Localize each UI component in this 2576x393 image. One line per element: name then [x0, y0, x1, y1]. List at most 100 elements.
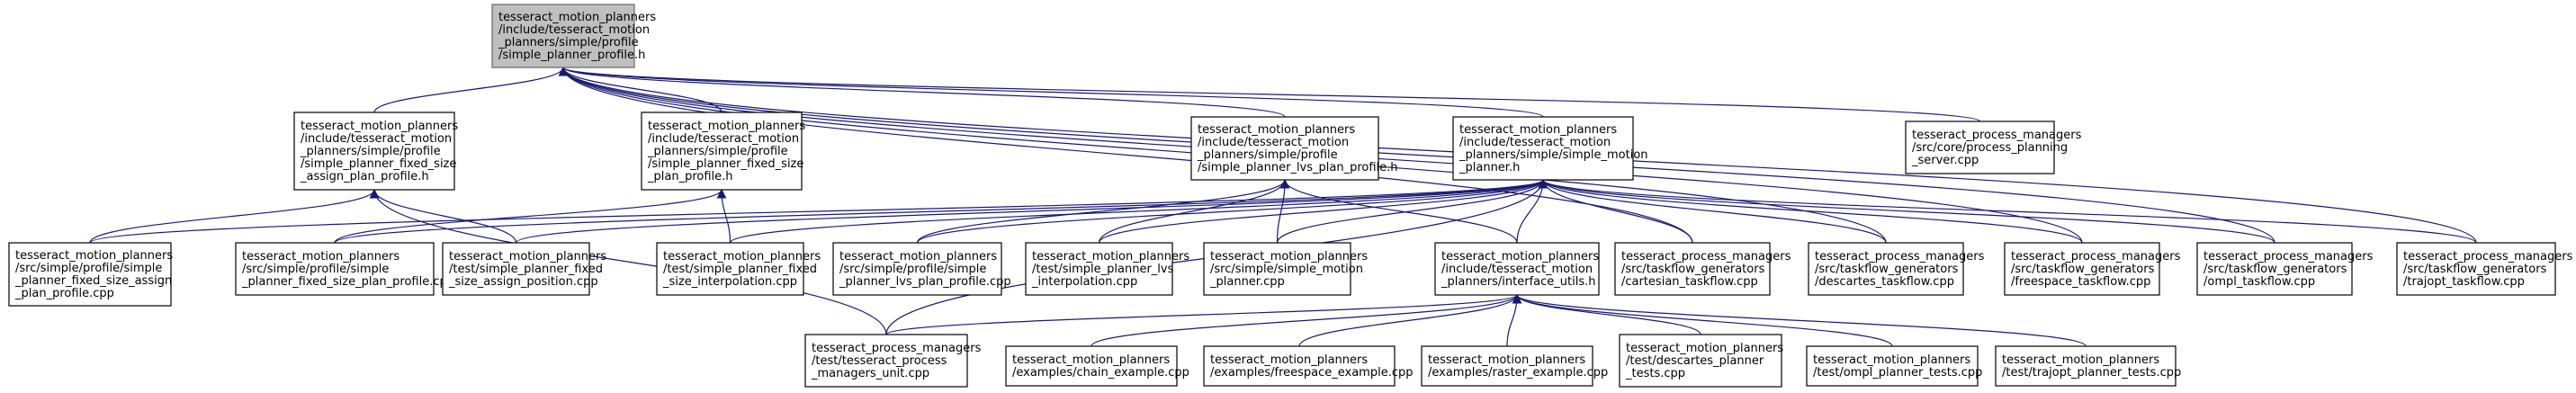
node-box [1190, 116, 1379, 181]
node-label-line: tesseract_process_managers [1912, 129, 2082, 142]
file-node[interactable]: tesseract_motion_planners/test/ompl_plan… [1806, 345, 1982, 387]
node-label-line: tesseract_motion_planners [839, 250, 997, 263]
file-node[interactable]: tesseract_process_managers/src/taskflow_… [2196, 242, 2374, 296]
node-label-line: _planner.h [1459, 161, 1520, 174]
node-box [293, 112, 455, 191]
dependency-edge-n_ompl_taskflow-to-root [558, 66, 2275, 244]
file-node[interactable]: tesseract_process_managers/src/taskflow_… [2396, 242, 2573, 296]
file-node[interactable]: tesseract_process_managers/src/core/proc… [1905, 121, 2082, 174]
dependency-edge-n_fixed_size_cpp-to-n_fixed_size_h [334, 188, 727, 244]
dependency-edge-n_trajopt_tests-to-n_interface_utils_h [1512, 293, 2087, 347]
node-label-line: tesseract_motion_planners [1428, 353, 1585, 367]
node-box [8, 242, 172, 307]
node-label-line: _interpolation.cpp [1031, 275, 1137, 289]
dependency-edge-n_ompl_tests-to-n_interface_utils_h [1512, 293, 1893, 347]
node-label-line: /test/simple_planner_lvs [1032, 263, 1174, 276]
dependency-edge-n_descartes_tests-to-n_interface_utils_h [1512, 293, 1701, 335]
file-node[interactable]: tesseract_motion_planners/test/descartes… [1619, 334, 1783, 388]
node-label-line: /test/simple_planner_fixed [663, 263, 817, 276]
node-label-line: _planner_fixed_size_plan_profile.cpp [241, 275, 454, 289]
node-box [2196, 242, 2353, 296]
node-label-line: /freespace_taskflow.cpp [2011, 275, 2150, 289]
node-label-line: /include/tesseract_motion [648, 132, 799, 146]
dependency-edge-n_lvs_cpp-to-n_simple_motion_h [916, 178, 1548, 244]
file-node[interactable]: tesseract_motion_planners/include/tesser… [1452, 116, 1648, 181]
node-label-line: /test/descartes_planner [1626, 354, 1764, 368]
node-label-line: _tests.cpp [1625, 367, 1685, 380]
node-label-line: /simple_planner_lvs_plan_profile.h [1198, 161, 1398, 174]
file-node[interactable]: tesseract_motion_planners/test/simple_pl… [656, 242, 821, 296]
dependency-edge-n_freespace_taskflow-to-n_simple_motion_h [1538, 178, 2083, 244]
file-node[interactable]: tesseract_process_managers/src/taskflow_… [2004, 242, 2181, 296]
node-label-line: _planners/interface_utils.h [1441, 275, 1596, 289]
file-node[interactable]: tesseract_motion_planners/src/simple/pro… [8, 242, 173, 307]
node-box [1421, 345, 1593, 387]
node-box [1452, 116, 1634, 181]
node-box [1614, 242, 1771, 296]
dependency-edge-n_fixed_size_assign_cpp-to-n_simple_motion_h [89, 178, 1548, 244]
dependency-edge-n_lvs_h-to-root [558, 66, 1286, 118]
file-node[interactable]: tesseract_process_managers/src/taskflow_… [1614, 242, 1791, 296]
node-label-line: /ompl_taskflow.cpp [2204, 275, 2315, 289]
file-node[interactable]: tesseract_motion_planners/examples/chain… [1005, 345, 1189, 387]
dependency-edge-n_fixed_size_assign_h-to-root [373, 66, 569, 113]
dependency-edge-n_process_planning_server-to-root [559, 66, 1981, 122]
node-label-line: _assign_plan_profile.h [300, 170, 429, 183]
file-node[interactable]: tesseract_motion_planners/test/simple_pl… [1025, 242, 1189, 296]
root-file-node[interactable]: tesseract_motion_planners/include/tesser… [491, 4, 656, 68]
file-node[interactable]: tesseract_motion_planners/include/tesser… [1434, 242, 1600, 296]
file-node[interactable]: tesseract_motion_planners/src/simple/pro… [235, 242, 454, 296]
node-label-line: /test/simple_planner_fixed [449, 263, 603, 276]
file-node[interactable]: tesseract_motion_planners/test/simple_pl… [442, 242, 606, 296]
node-label-line: /include/tesseract_motion [301, 132, 452, 146]
node-box [1025, 242, 1173, 296]
dependency-edge-n_freespace_example-to-n_interface_utils_h [1298, 293, 1522, 347]
file-node[interactable]: tesseract_motion_planners/include/tesser… [293, 112, 458, 191]
node-label-line: tesseract_motion_planners [1210, 353, 1368, 367]
dependency-edge-n_lvs_cpp-to-n_lvs_h [916, 178, 1290, 244]
dependency-edge-n_fixed_size_assign_cpp-to-n_fixed_size_assign_h [89, 188, 380, 244]
file-node[interactable]: tesseract_motion_planners/examples/frees… [1203, 345, 1414, 387]
node-label-line: tesseract_motion_planners [1210, 250, 1368, 263]
file-node[interactable]: tesseract_motion_planners/examples/raste… [1421, 345, 1608, 387]
file-node[interactable]: tesseract_process_managers/src/taskflow_… [1808, 242, 1985, 296]
node-label-line: tesseract_motion_planners [1813, 353, 1970, 367]
node-label-line: /examples/raster_example.cpp [1428, 366, 1608, 380]
file-node[interactable]: tesseract_motion_planners/src/simple/pro… [832, 242, 1011, 296]
dependency-edge-n_test_lvs_interp-to-n_lvs_h [1098, 178, 1290, 244]
node-label-line: _planner_fixed_size_assign [14, 274, 172, 288]
dependency-edge-n_test_lvs_interp-to-n_simple_motion_h [1098, 178, 1548, 244]
node-label-line: tesseract_motion_planners [1198, 123, 1355, 137]
node-label-line: _planners/simple/profile [647, 145, 788, 158]
node-label-line: /cartesian_taskflow.cpp [1621, 275, 1758, 289]
file-node[interactable]: tesseract_motion_planners/test/trajopt_p… [1995, 345, 2181, 387]
dependency-edge-n_cartesian_taskflow-to-n_simple_motion_h [1538, 178, 1693, 244]
node-box [832, 242, 1002, 296]
node-label-line: /simple_planner_fixed_size [301, 157, 456, 171]
node-label-line: tesseract_process_managers [1621, 250, 1791, 263]
node-label-line: _planner_lvs_plan_profile.cpp [839, 275, 1011, 289]
file-node[interactable]: tesseract_motion_planners/include/tesser… [1190, 116, 1398, 181]
node-label-line: /src/simple/simple_motion [1210, 263, 1363, 276]
file-node[interactable]: tesseract_motion_planners/src/simple/sim… [1203, 242, 1368, 296]
node-box [1005, 345, 1178, 387]
node-label-line: _size_assign_position.cpp [448, 275, 598, 289]
file-node[interactable]: tesseract_motion_planners/include/tesser… [641, 112, 805, 191]
node-label-line: tesseract_process_managers [812, 342, 982, 355]
node-label-line: /test/trajopt_planner_tests.cpp [2002, 366, 2181, 380]
node-label-line: /include/tesseract_motion [498, 23, 650, 37]
edges-layer [89, 66, 2477, 347]
file-node[interactable]: tesseract_process_managers/test/tesserac… [804, 334, 982, 388]
node-label-line: tesseract_process_managers [2403, 250, 2573, 263]
nodes-layer: tesseract_motion_planners/include/tesser… [8, 4, 2573, 388]
node-label-line: /simple_planner_fixed_size [648, 157, 803, 171]
dependency-edge-n_pm_unit-to-n_fixed_size_assign_h [369, 188, 887, 335]
node-label-line: /include/tesseract_motion [1198, 136, 1349, 149]
node-label-line: /src/simple/profile/simple [15, 262, 162, 275]
node-label-line: tesseract_process_managers [1815, 250, 1985, 263]
node-box [1995, 345, 2177, 387]
dependency-edge-n_test_fixed_size_interp-to-n_simple_motion_h [729, 178, 1548, 244]
dependency-edge-n_simple_motion_cpp-to-n_lvs_h [1276, 178, 1290, 244]
node-label-line: _size_interpolation.cpp [662, 275, 797, 289]
